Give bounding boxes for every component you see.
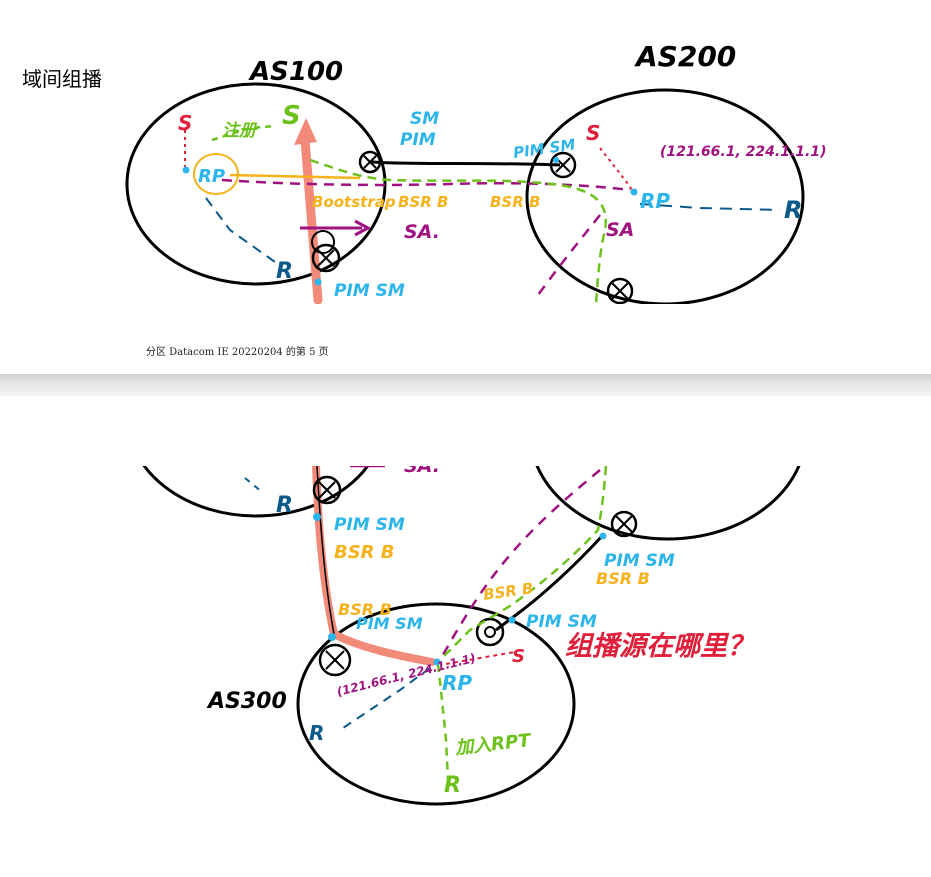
interface-dot <box>182 166 190 174</box>
bsr-label: BSR B <box>398 193 448 211</box>
pim-label: PIM <box>400 130 436 150</box>
register-note: 注册 <box>222 121 258 141</box>
interface-dot <box>314 278 322 286</box>
rp-label: RP <box>198 166 225 187</box>
sa-path <box>438 469 601 661</box>
bsr-label: BSR B <box>490 193 540 211</box>
group-label: (121.66.1, 224.1.1.1) <box>660 144 826 160</box>
source-link <box>445 651 516 665</box>
rp-label: RP <box>442 671 472 695</box>
sa-label: SA. <box>404 221 440 243</box>
register-path <box>211 124 277 142</box>
sa-label: SA. <box>404 455 440 477</box>
page-title: 域间组播 <box>22 67 102 91</box>
rp-r-link <box>339 667 431 731</box>
pim-sm-label: PIM SM <box>526 612 597 632</box>
pim-sm-label: PIM SM <box>604 551 675 571</box>
register-path <box>439 466 608 661</box>
join-path <box>436 663 450 781</box>
join-rpt-label: 加入RPT <box>453 730 533 759</box>
rp-label: RP <box>640 189 670 213</box>
router-icon <box>475 617 505 647</box>
sa-label: SA <box>606 219 634 241</box>
pim-sm-label: PIM SM <box>512 135 576 162</box>
question-note: 组播源在哪里？ <box>565 631 754 662</box>
rp-r-link <box>639 203 781 211</box>
as100-label: AS100 <box>248 57 343 87</box>
sm-label: SM <box>410 109 439 129</box>
register-arrow <box>300 135 323 304</box>
as300-domain <box>296 602 576 806</box>
register-path <box>309 158 608 304</box>
as200-as300-link <box>495 532 606 632</box>
inter-as-link <box>371 160 561 167</box>
as200-domain <box>525 88 805 304</box>
interface-dot <box>508 616 516 624</box>
as100-domain <box>142 466 370 518</box>
bootstrap-path <box>229 173 361 180</box>
router-icon <box>606 277 634 304</box>
bsr-label: BSR B <box>482 579 534 604</box>
receiver-label: R <box>444 773 461 798</box>
router-icon <box>358 150 382 174</box>
receiver-label: R <box>276 493 293 518</box>
receiver-label: R <box>309 721 324 745</box>
rpt-highlight-line <box>316 466 335 635</box>
pim-sm-label: PIM SM <box>334 515 405 535</box>
interface-dot <box>630 188 638 196</box>
interface-dot <box>328 633 336 641</box>
sa-path <box>221 178 631 192</box>
interface-dot <box>313 513 321 521</box>
interface-dot <box>599 532 607 540</box>
sa-arrow-head <box>354 219 372 237</box>
source-label: S <box>512 646 525 667</box>
interface-dot <box>553 157 559 163</box>
router-icon <box>311 230 341 273</box>
receiver-label: R <box>276 259 293 284</box>
pim-sm-label: PIM SM <box>356 614 423 633</box>
source-label: S <box>282 101 301 131</box>
pim-sm-label: PIM SM <box>334 281 405 301</box>
source-label: S <box>178 111 192 135</box>
bsr-label: BSR B <box>596 569 650 588</box>
page-footer: 分区 Datacom IE 20220204 的第 5 页 <box>146 347 329 358</box>
router-icon <box>610 510 638 538</box>
as200-domain <box>535 466 801 541</box>
page-divider <box>0 374 931 396</box>
router-icon <box>318 643 352 677</box>
top-diagram: AS100 AS200 S S 注册 RP R SM PIM Bootstrap… <box>125 40 826 304</box>
rp-highlight <box>193 153 239 195</box>
as200-label: AS200 <box>634 40 736 73</box>
bsr-label: BSR B <box>338 600 392 619</box>
rp-r-link <box>244 477 263 493</box>
source-link <box>599 147 633 191</box>
interface-dot <box>433 658 441 666</box>
receiver-label: R <box>784 196 802 224</box>
register-arrow-head <box>294 118 317 145</box>
bsr-label: BSR B <box>334 542 395 563</box>
router-icon <box>312 475 342 505</box>
bootstrap-label: Bootstrap <box>312 193 396 211</box>
source-label: S <box>586 121 600 145</box>
as300-label: AS300 <box>206 689 287 714</box>
rp-r-link <box>205 197 276 263</box>
